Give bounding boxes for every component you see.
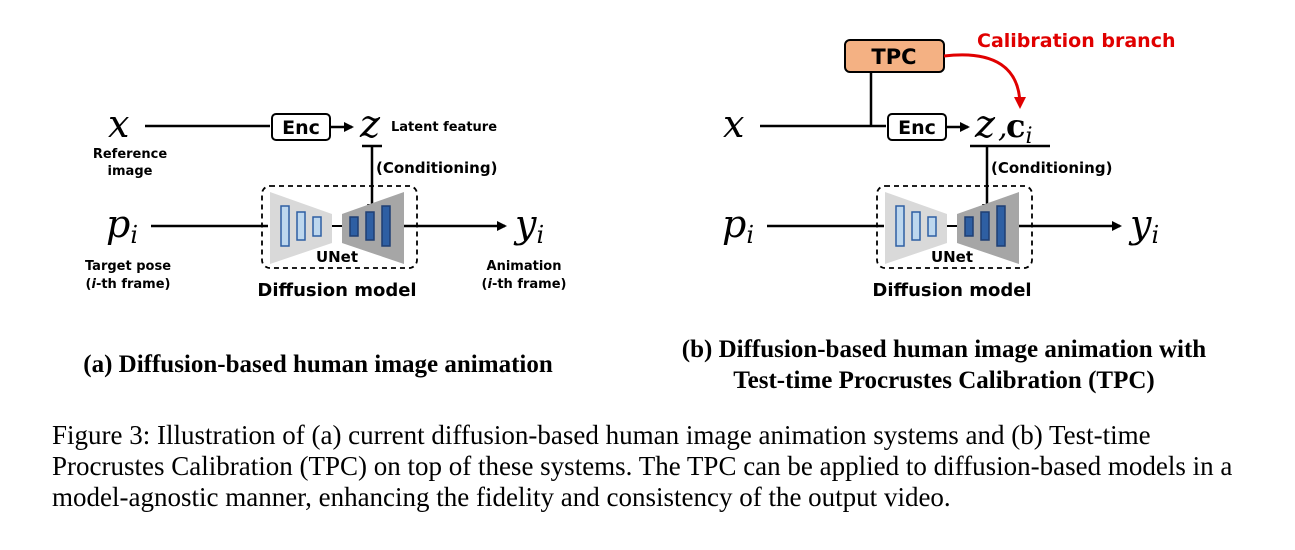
panel-a-reference-label-line1: Reference bbox=[93, 147, 167, 162]
panel-a-title: (a) Diffusion-based human image animatio… bbox=[83, 351, 553, 378]
panel-b-conditioning-label: (Conditioning) bbox=[991, 159, 1112, 177]
panel-a-p-variable: pi bbox=[106, 202, 138, 249]
panel-a-dec-block-3 bbox=[381, 205, 391, 247]
panel-b-encoder-box bbox=[887, 113, 947, 141]
panel-a-enc-block-3 bbox=[312, 216, 322, 237]
panel-b-dec-block-2 bbox=[980, 211, 990, 241]
panel-a-diagram: x Enc z Latent feature Reference image (… bbox=[83, 102, 566, 378]
panel-a-dec-block-2 bbox=[365, 211, 375, 241]
panel-b-enc-block-1 bbox=[895, 205, 905, 247]
panel-a-target-pose-label-line1: Target pose bbox=[85, 259, 171, 274]
panel-b-tpc-label: TPC bbox=[871, 45, 916, 69]
panel-b-enc-block-2 bbox=[911, 211, 921, 241]
panel-b-calibration-arrow bbox=[943, 53, 1026, 109]
panel-a-unet-label: UNet bbox=[316, 248, 358, 266]
panel-b-p-variable: pi bbox=[722, 202, 754, 249]
panel-a-reference-label-line2: image bbox=[108, 164, 153, 179]
panel-a-diffusion-label: Diffusion model bbox=[257, 280, 416, 301]
figure-caption: Figure 3: Illustration of (a) current di… bbox=[52, 420, 1233, 512]
panel-b-enc-block-3 bbox=[927, 216, 937, 237]
panel-a-animation-label-line1: Animation bbox=[487, 259, 562, 274]
panel-b-z-variable: z bbox=[974, 102, 996, 146]
panel-b-comma: , bbox=[998, 110, 1008, 145]
panel-b-c-variable: ci bbox=[1006, 107, 1033, 149]
panel-b-dec-block-1 bbox=[964, 216, 974, 237]
panel-a-animation-label-line2: (i-th frame) bbox=[482, 277, 567, 292]
panel-a-z-variable: z bbox=[359, 102, 381, 146]
panel-b-calibration-label: Calibration branch bbox=[977, 30, 1175, 52]
panel-b-title-line1: (b) Diffusion-based human image animatio… bbox=[682, 336, 1206, 363]
panel-b-diagram: TPC Calibration branch x Enc z , ci (Con… bbox=[682, 30, 1206, 394]
panel-b-x-variable: x bbox=[723, 102, 744, 146]
panel-a-x-variable: x bbox=[108, 102, 129, 146]
panel-a-encoder-label: Enc bbox=[282, 117, 320, 139]
panel-a-y-variable: yi bbox=[513, 202, 544, 249]
panel-a-dec-block-1 bbox=[349, 216, 359, 237]
panel-b-encoder-label: Enc bbox=[898, 117, 936, 139]
panel-a-latent-feature-label: Latent feature bbox=[391, 120, 497, 135]
panel-b-title-line2: Test-time Procrustes Calibration (TPC) bbox=[733, 367, 1154, 394]
panel-b-dec-block-3 bbox=[996, 205, 1006, 247]
panel-a-enc-block-1 bbox=[280, 205, 290, 247]
panel-a-conditioning-label: (Conditioning) bbox=[376, 159, 497, 177]
panel-b-unet-label: UNet bbox=[931, 248, 973, 266]
panel-b-diffusion-label: Diffusion model bbox=[872, 280, 1031, 301]
panel-a-enc-block-2 bbox=[296, 211, 306, 241]
panel-a-encoder-box bbox=[271, 113, 331, 141]
panel-b-y-variable: yi bbox=[1128, 202, 1159, 249]
panel-a-target-pose-label-line2: (i-th frame) bbox=[86, 277, 171, 292]
